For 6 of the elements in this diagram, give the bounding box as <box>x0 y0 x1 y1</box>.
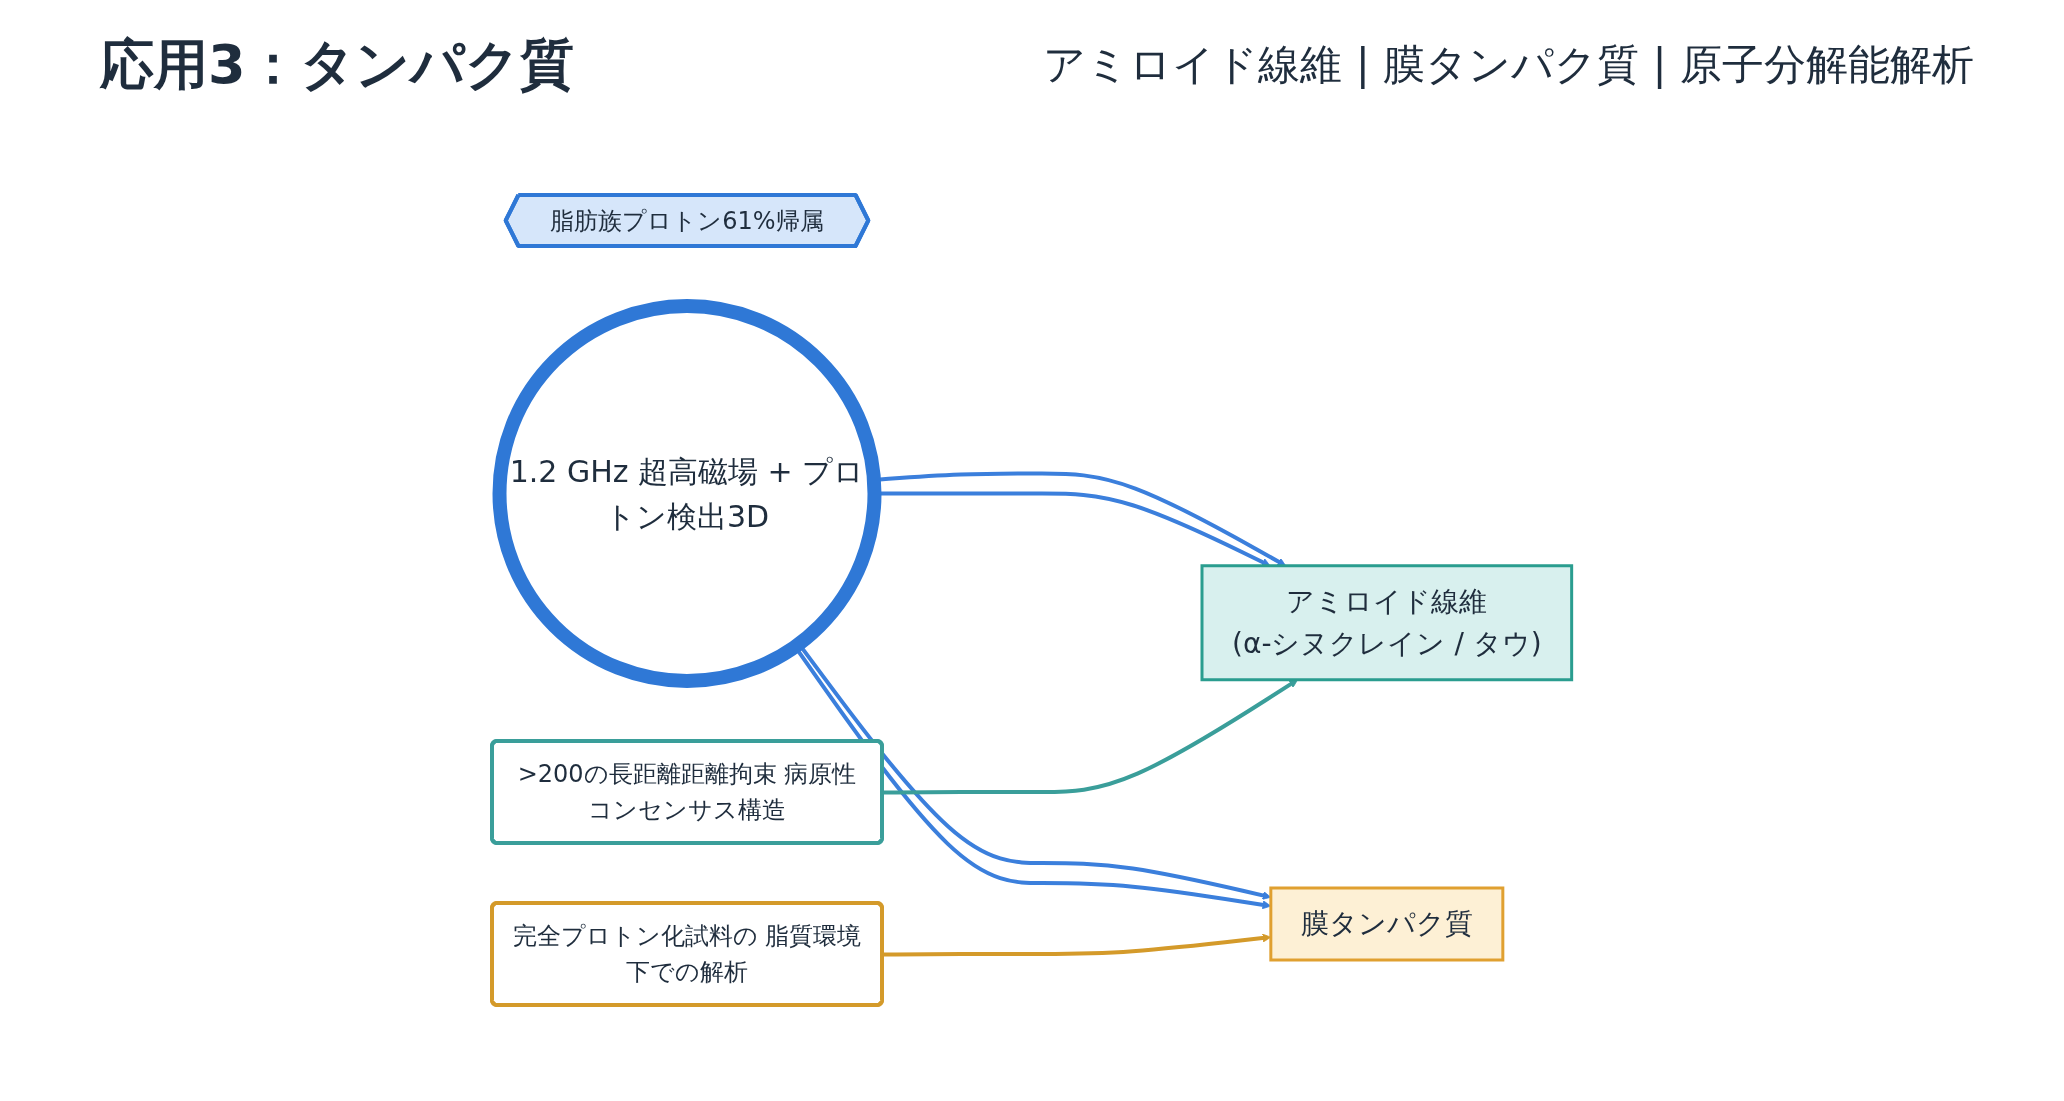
node-box: アミロイド線維 (α-シヌクレイン / タウ) <box>1200 564 1574 682</box>
title: 応用3：タンパク質 <box>100 31 574 98</box>
node-circle: 1.2 GHz 超高磁場 + プロトン検出3D <box>492 299 882 688</box>
node-box: 膜タンパク質 <box>1269 886 1505 962</box>
subtitle: アミロイド線維 | 膜タンパク質 | 原子分解能解析 <box>1043 40 1974 89</box>
node-text: 完全プロトン化試料の 脂質環境下での解析 <box>512 922 862 986</box>
